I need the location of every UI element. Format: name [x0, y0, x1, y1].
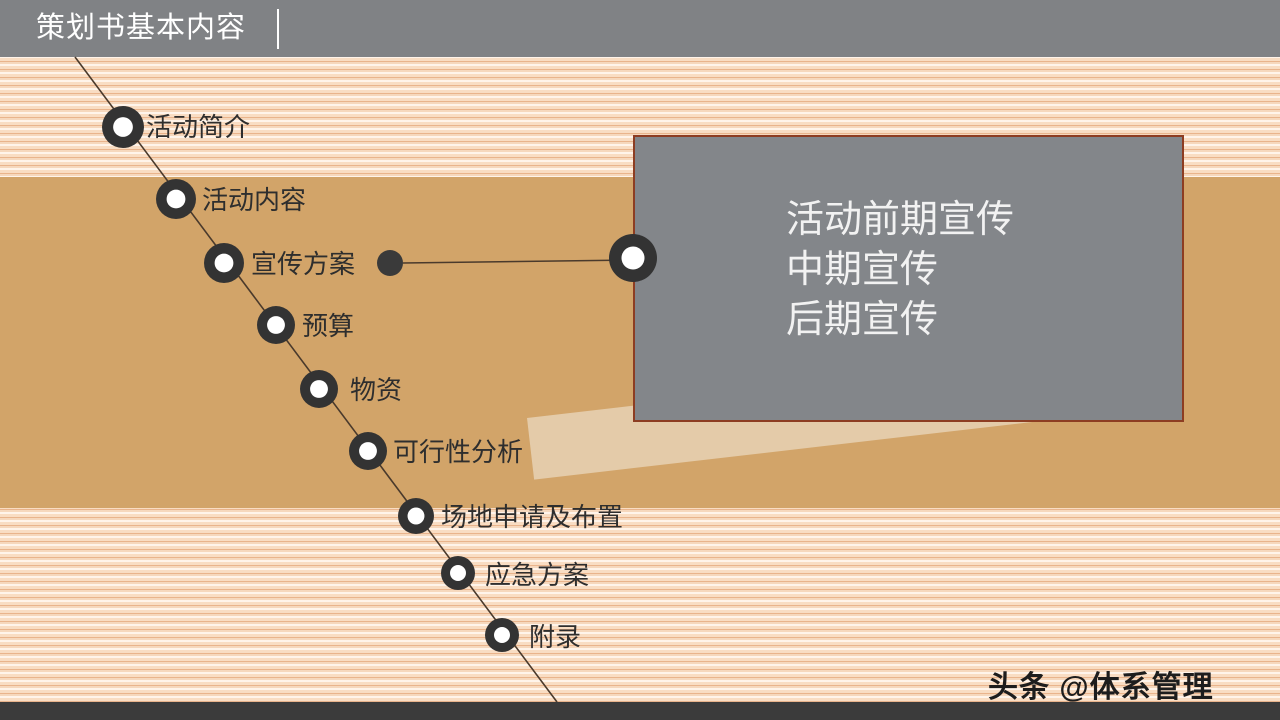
outline-node-label-1: 活动简介 — [146, 112, 251, 142]
outline-node-center-8 — [450, 565, 466, 581]
outline-node-label-9: 附录 — [529, 622, 582, 652]
outline-node-center-5 — [310, 380, 328, 398]
outline-node-center-3 — [214, 253, 234, 273]
detail-panel-text: 活动前期宣传 中期宣传 后期宣传 — [786, 195, 1014, 345]
outline-node-center-4 — [267, 316, 285, 334]
connector-line — [402, 259, 635, 264]
detail-line-3: 后期宣传 — [786, 299, 939, 341]
outline-node-label-8: 应急方案 — [485, 560, 590, 590]
bottom-bar — [0, 702, 1280, 720]
outline-node-label-7: 场地申请及布置 — [441, 502, 624, 532]
detail-line-2: 中期宣传 — [786, 249, 939, 291]
outline-node-center-7 — [407, 507, 425, 525]
outline-node-center-6 — [359, 442, 377, 460]
outline-node-label-3: 宣传方案 — [251, 249, 356, 279]
detail-panel: 活动前期宣传 中期宣传 后期宣传 — [633, 135, 1184, 422]
watermark: 头条 @体系管理 — [988, 671, 1214, 704]
connector-end-node-center — [621, 246, 645, 270]
outline-node-label-5: 物资 — [350, 375, 403, 405]
header-bar — [0, 0, 1280, 57]
page-title: 策划书基本内容 — [36, 12, 247, 44]
outline-node-label-4: 预算 — [302, 311, 355, 341]
detail-line-1: 活动前期宣传 — [786, 199, 1015, 241]
outline-node-center-1 — [113, 117, 133, 137]
outline-node-center-2 — [166, 189, 186, 209]
outline-node-label-6: 可行性分析 — [393, 437, 524, 467]
outline-node-center-9 — [494, 627, 510, 643]
connector-start-dot — [377, 250, 403, 276]
outline-node-label-2: 活动内容 — [202, 185, 307, 215]
outline-node-group — [102, 106, 519, 652]
header-divider — [277, 9, 279, 49]
